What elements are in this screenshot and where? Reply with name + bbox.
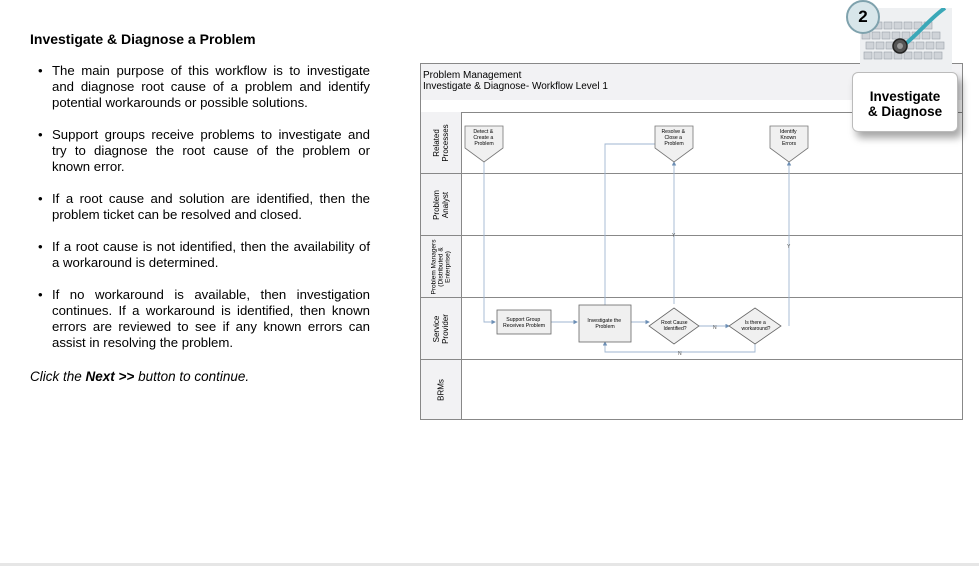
instruction-prefix: Click the bbox=[30, 369, 86, 384]
footer-divider bbox=[0, 563, 979, 566]
edge-label-yes: Y bbox=[672, 233, 676, 239]
keyboard-stethoscope-icon bbox=[860, 8, 952, 72]
edge-label-yes: Y bbox=[787, 244, 791, 250]
bullet-item: If no workaround is available, then inve… bbox=[38, 287, 370, 351]
node-detect: Detect & Create a Problem bbox=[464, 125, 504, 163]
node-investigate: Investigate the Problem bbox=[578, 304, 632, 343]
svg-text:Detect & Create a: Detect & Create a Problem bbox=[473, 129, 494, 147]
node-root-cause-decision: Root Cause Identified? bbox=[648, 307, 700, 345]
svg-text:Resolve & Close a: Resolve & Close a Problem bbox=[661, 129, 686, 147]
next-button-reference: Next >> bbox=[85, 369, 135, 384]
node-resolve: Resolve & Close a Problem bbox=[654, 125, 694, 163]
edge-investigate-up bbox=[604, 143, 657, 305]
node-workaround-decision: Is there a workaround? bbox=[728, 307, 782, 345]
diagram-title: Problem Management bbox=[423, 70, 522, 81]
section-badge-label: Investigate& Diagnose bbox=[867, 89, 943, 119]
page-title: Investigate & Diagnose a Problem bbox=[30, 31, 256, 47]
svg-text:Is there a workaround?: Is there a workaround? bbox=[742, 320, 771, 332]
step-number-badge: 2 bbox=[846, 0, 880, 34]
node-identify: Identify Known Errors bbox=[769, 125, 809, 163]
lane-brms: BRMs bbox=[421, 360, 962, 419]
lane-label-cell: Problem Managers(Distributed &Enterprise… bbox=[421, 236, 462, 297]
svg-text:Support Group Receives: Support Group Receives Problem bbox=[503, 317, 545, 329]
section-badge-card: Investigate& Diagnose bbox=[852, 72, 958, 132]
edge-detect-to-support bbox=[483, 162, 496, 325]
edge-label-no: N bbox=[713, 325, 717, 331]
bullet-item: If a root cause and solution are identif… bbox=[38, 191, 370, 223]
svg-text:Identify Known: Identify Known Errors bbox=[780, 129, 798, 147]
bullet-item: Support groups receive problems to inves… bbox=[38, 127, 370, 175]
bullet-list: The main purpose of this workflow is to … bbox=[38, 63, 370, 367]
header-separator bbox=[421, 100, 962, 113]
svg-text:Root Cause Identified?: Root Cause Identified? bbox=[661, 320, 689, 332]
diagram-subtitle: Investigate & Diagnose- Workflow Level 1 bbox=[423, 81, 608, 92]
bullet-item: The main purpose of this workflow is to … bbox=[38, 63, 370, 111]
edge-workaround-no-loop bbox=[602, 341, 756, 353]
bullet-item: If a root cause is not identified, then … bbox=[38, 239, 370, 271]
continue-instruction: Click the Next >> button to continue. bbox=[30, 369, 249, 384]
instruction-suffix: button to continue. bbox=[134, 369, 250, 384]
svg-text:Investigate the Proble: Investigate the Problem bbox=[587, 318, 622, 330]
node-support-group: Support Group Receives Problem bbox=[496, 309, 552, 335]
flow-overlay: Detect & Create a Problem Resolve & Clos… bbox=[464, 125, 809, 357]
lane-label-cell: BRMs bbox=[421, 360, 462, 419]
lane-problem-managers: Problem Managers(Distributed &Enterprise… bbox=[421, 236, 962, 298]
edge-label-no: N bbox=[678, 351, 682, 357]
